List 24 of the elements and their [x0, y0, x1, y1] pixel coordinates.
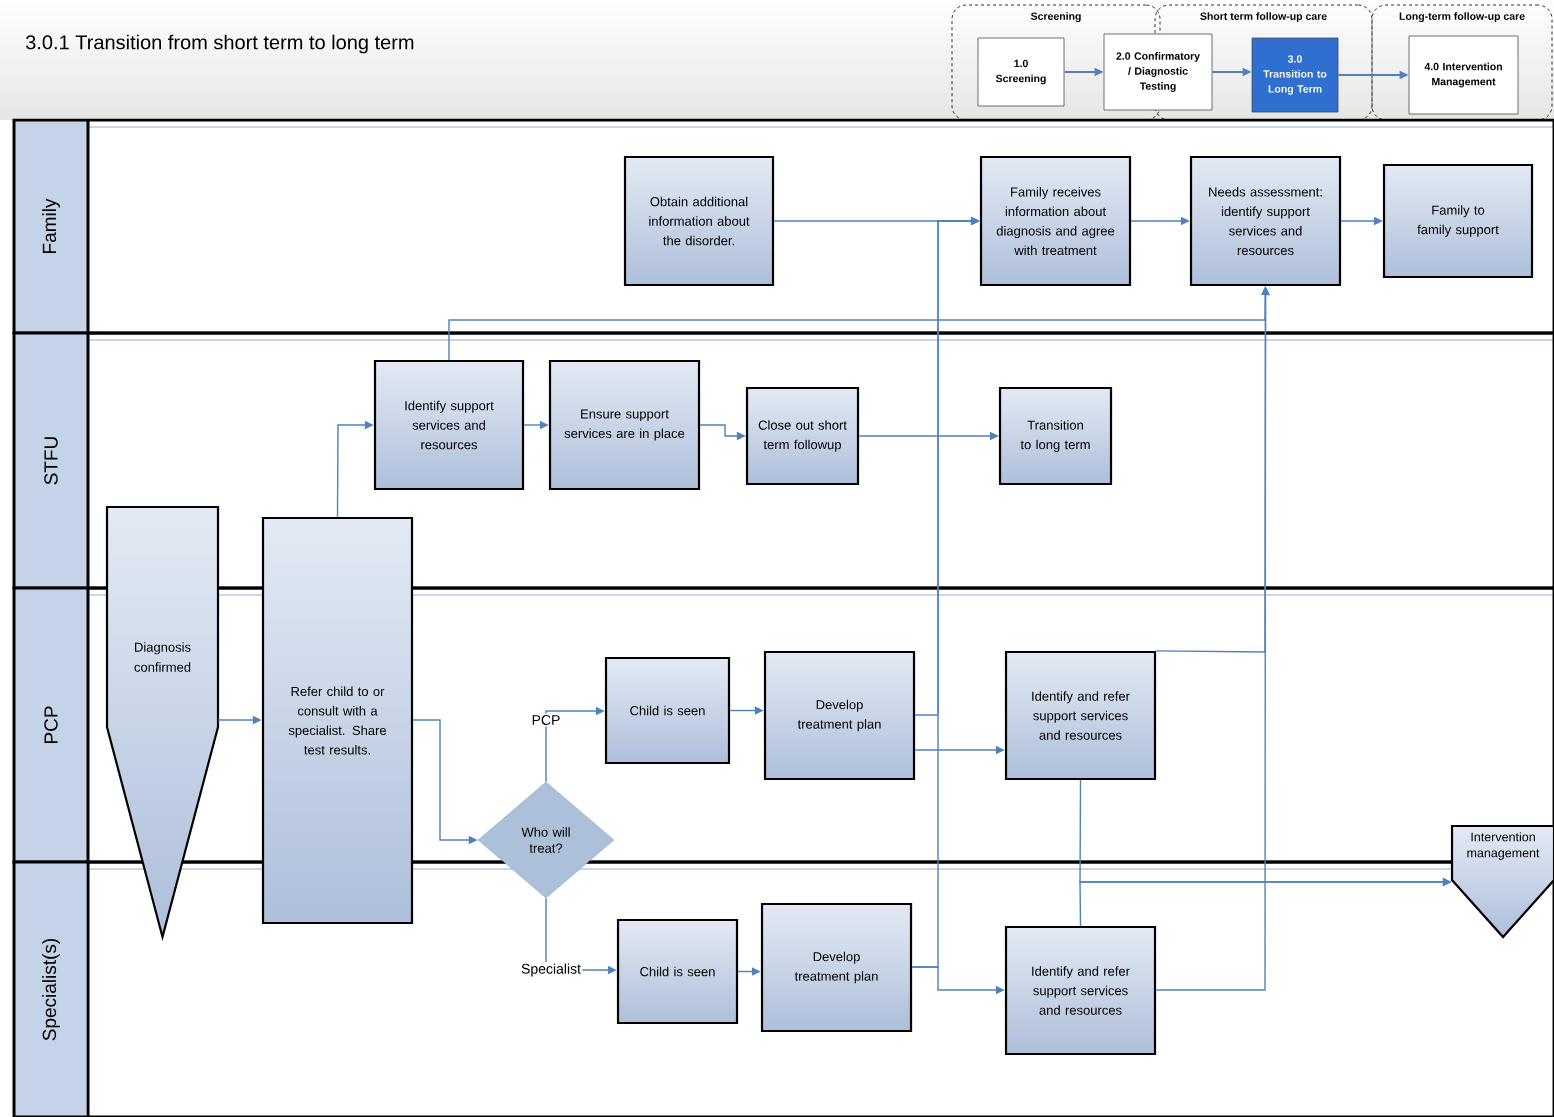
- current-phase-box: 3.0 Transition to Long Term: [1251, 37, 1339, 113]
- edge-label: PCP: [530, 713, 562, 727]
- process-box: Identify and refer support services and resources: [1004, 925, 1157, 1056]
- off-page-connector: Diagnosis confirmed: [105, 505, 220, 942]
- process-box: Close out short term followup: [745, 386, 860, 486]
- process-box: Child is seen: [604, 656, 731, 765]
- title: 3.0.1 Transition from short term to long term: [25, 34, 414, 54]
- phase-box: 2.0 Confirmatory / Diagnostic Testing: [1103, 33, 1213, 111]
- process-box: Needs assessment: identify support services and resources: [1189, 155, 1342, 287]
- process-box: Obtain additional information about the disorder.: [623, 155, 775, 287]
- phase-box: 4.0 Intervention Management: [1408, 35, 1519, 115]
- process-box: Develop treatment plan: [760, 902, 913, 1033]
- off-page-connector: Intervention management: [1450, 824, 1554, 939]
- edge-label: Specialist: [519, 962, 583, 979]
- process-box: Child is seen: [616, 918, 739, 1025]
- process-box: Identify support services and resources: [373, 359, 525, 491]
- process-box: Refer child to or consult with a specialist. Share test results.: [261, 516, 414, 925]
- process-box: Family to family support: [1382, 163, 1534, 279]
- process-box: Develop treatment plan: [763, 650, 916, 781]
- process-box: Transition to long term: [998, 386, 1113, 486]
- process-box: Ensure support services are in place: [548, 359, 701, 491]
- phase-box: 1.0 Screening: [977, 37, 1065, 107]
- process-box: Identify and refer support services and resources: [1004, 650, 1157, 781]
- process-box: Family receives information about diagnosis and agree with treatment: [979, 155, 1132, 287]
